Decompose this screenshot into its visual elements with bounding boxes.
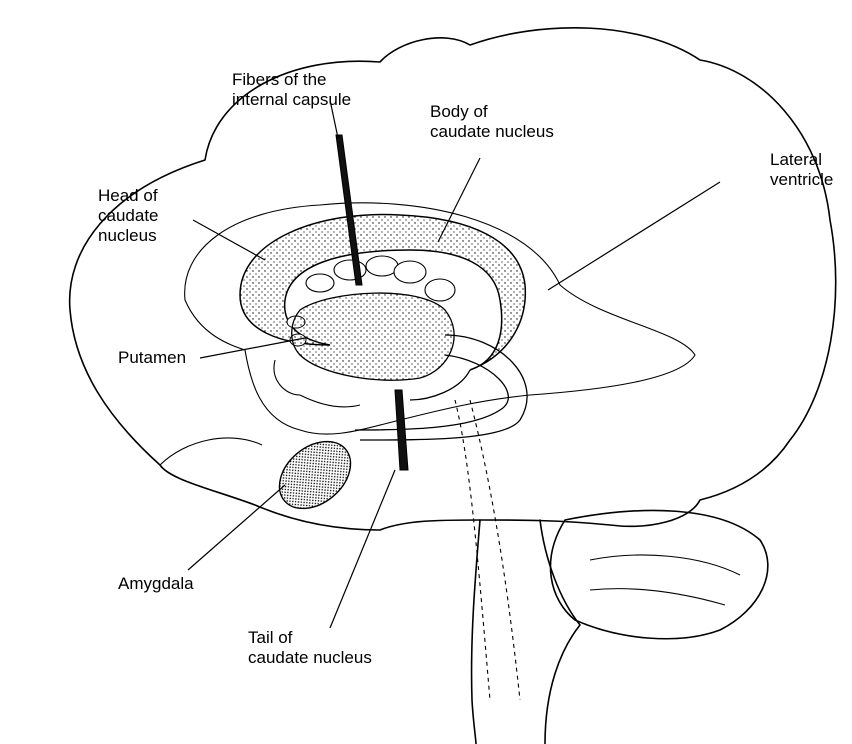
amygdala — [266, 428, 363, 522]
label-head-caudate: Head of caudate nucleus — [98, 186, 159, 246]
label-fibers-internal-capsule: Fibers of the internal capsule — [232, 70, 351, 110]
cerebellum-outline — [551, 510, 768, 638]
leader-putamen — [200, 338, 305, 358]
leader-tail-caudate — [330, 470, 395, 628]
label-body-caudate: Body of caudate nucleus — [430, 102, 554, 142]
label-lateral-ventricle-line1: Lateral — [770, 150, 833, 170]
label-head-caudate-line2: caudate — [98, 206, 159, 226]
label-head-caudate-line1: Head of — [98, 186, 159, 206]
label-fibers-line1: Fibers of the — [232, 70, 351, 90]
label-lateral-ventricle: Lateral ventricle — [770, 150, 833, 190]
temporal-lobe-line — [160, 438, 262, 465]
label-lateral-ventricle-line2: ventricle — [770, 170, 833, 190]
label-amygdala: Amygdala — [118, 574, 194, 594]
leader-lateral-ventricle — [548, 182, 720, 290]
brainstem-outline — [472, 520, 480, 744]
label-amygdala-line1: Amygdala — [118, 574, 194, 594]
label-body-caudate-line1: Body of — [430, 102, 554, 122]
label-body-caudate-line2: caudate nucleus — [430, 122, 554, 142]
putamen — [292, 293, 454, 380]
label-tail-caudate: Tail of caudate nucleus — [248, 628, 372, 668]
label-tail-caudate-line1: Tail of — [248, 628, 372, 648]
label-tail-caudate-line2: caudate nucleus — [248, 648, 372, 668]
label-head-caudate-line3: nucleus — [98, 226, 159, 246]
label-putamen-line1: Putamen — [118, 348, 186, 368]
label-putamen: Putamen — [118, 348, 186, 368]
leader-head-caudate — [193, 220, 265, 260]
label-fibers-line2: internal capsule — [232, 90, 351, 110]
